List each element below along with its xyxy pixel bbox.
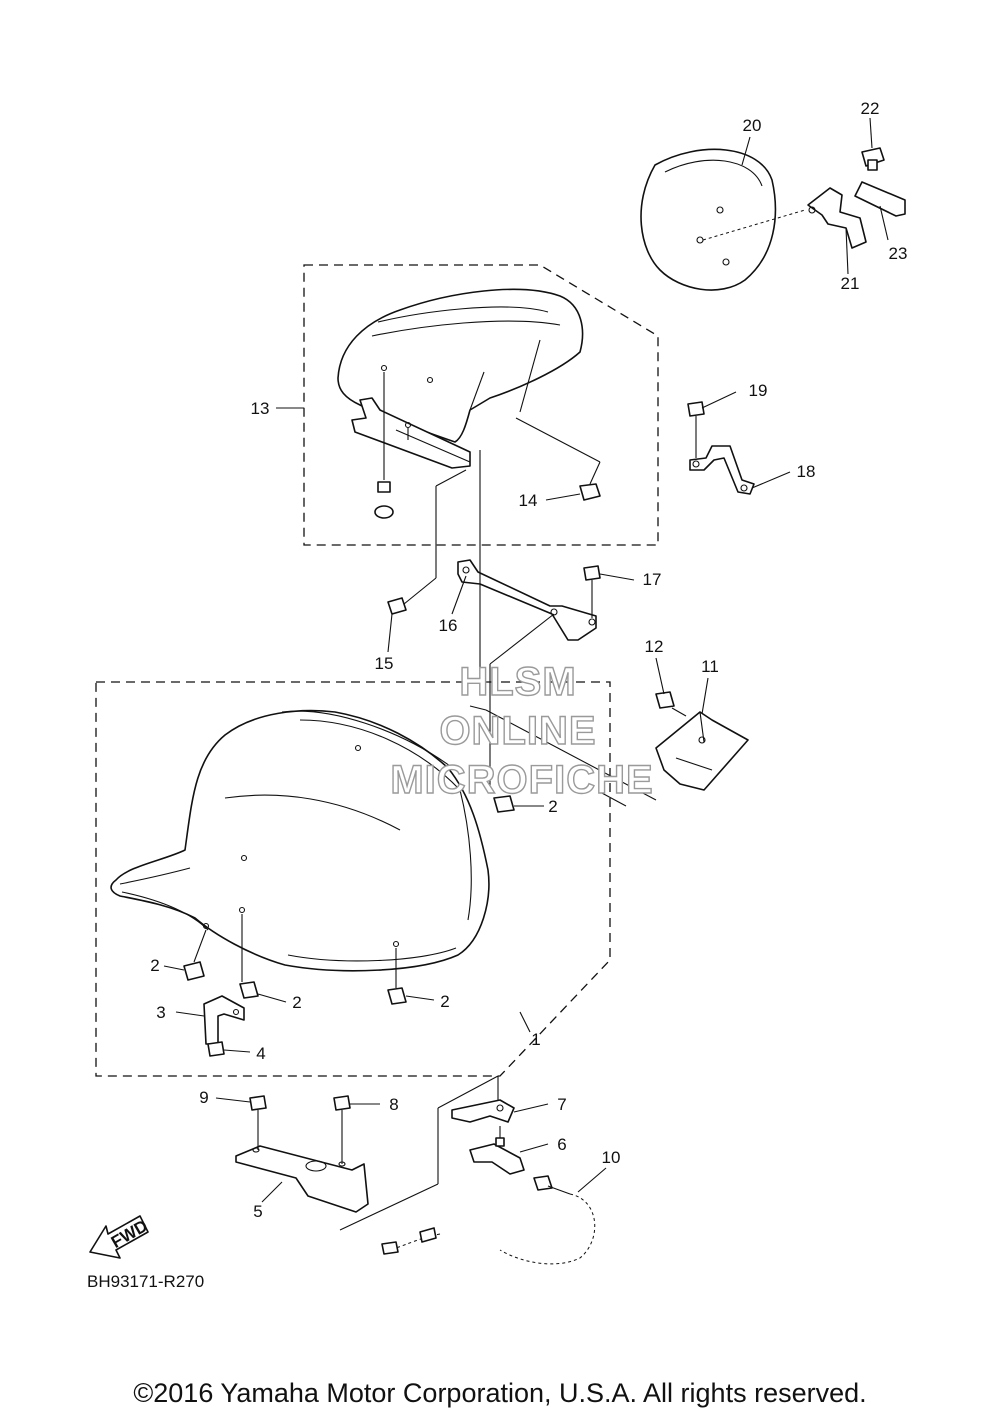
callout-19: 19 bbox=[749, 381, 768, 400]
callout-numbers: 20 22 21 23 13 14 19 18 17 16 15 12 11 2… bbox=[150, 99, 907, 1221]
callout-13: 13 bbox=[251, 399, 270, 418]
bolt-17 bbox=[583, 565, 601, 618]
callout-leaders bbox=[163, 117, 889, 1203]
callout-5: 5 bbox=[253, 1202, 262, 1221]
watermark-line3: MICROFICHE bbox=[390, 758, 653, 802]
callout-23: 23 bbox=[889, 244, 908, 263]
callout-8: 8 bbox=[389, 1095, 398, 1114]
bolt-15 bbox=[387, 597, 407, 615]
grommet-2-mid bbox=[239, 981, 259, 999]
callout-2-right: 2 bbox=[440, 992, 449, 1011]
callout-10: 10 bbox=[602, 1148, 621, 1167]
bracket-11 bbox=[655, 711, 749, 791]
nut-4 bbox=[207, 1041, 225, 1057]
bracket-bolt-22 bbox=[861, 147, 885, 171]
bracket-18 bbox=[689, 445, 755, 495]
lock-hook-7 bbox=[451, 1099, 515, 1123]
callout-22: 22 bbox=[861, 99, 880, 118]
callout-21: 21 bbox=[841, 274, 860, 293]
copyright-notice: ©2016 Yamaha Motor Corporation, U.S.A. A… bbox=[133, 1378, 867, 1408]
backrest-bracket bbox=[807, 187, 867, 249]
callout-6: 6 bbox=[557, 1135, 566, 1154]
callout-11: 11 bbox=[701, 657, 719, 676]
callout-1: 1 bbox=[531, 1030, 540, 1049]
passenger-seat bbox=[337, 288, 584, 469]
bracket-3 bbox=[203, 995, 245, 1045]
fwd-arrow-icon: FWD bbox=[89, 1215, 151, 1259]
nut-8 bbox=[333, 1095, 351, 1164]
callout-14: 14 bbox=[519, 491, 538, 510]
lock-plate-5 bbox=[235, 1145, 369, 1213]
grommet-14 bbox=[579, 483, 601, 501]
callout-15: 15 bbox=[375, 654, 394, 673]
callout-17: 17 bbox=[643, 570, 662, 589]
callout-18: 18 bbox=[797, 462, 816, 481]
seat-cable-10 bbox=[381, 1175, 596, 1265]
nut-fastener bbox=[374, 481, 394, 519]
callout-2-mid: 2 bbox=[292, 993, 301, 1012]
grommet-2-upper bbox=[493, 795, 515, 813]
callout-16: 16 bbox=[439, 616, 458, 635]
rider-seat-group-outline bbox=[95, 681, 611, 1077]
diagram-code: BH93171-R270 bbox=[87, 1272, 204, 1291]
rider-seat bbox=[110, 709, 490, 972]
callout-4: 4 bbox=[256, 1044, 265, 1063]
callout-12: 12 bbox=[645, 637, 664, 656]
callout-2-upper: 2 bbox=[548, 797, 557, 816]
callout-9: 9 bbox=[199, 1088, 208, 1107]
watermark-line2: ONLINE bbox=[439, 709, 596, 753]
callout-20: 20 bbox=[743, 116, 762, 135]
callout-7: 7 bbox=[557, 1095, 566, 1114]
watermark-line1: HLSM bbox=[459, 660, 576, 704]
grommet-2-left bbox=[183, 961, 205, 981]
grommet-2-right bbox=[387, 987, 407, 1005]
backrest-pad bbox=[640, 148, 806, 291]
seat-bracket-16 bbox=[457, 559, 597, 641]
bolt-12 bbox=[655, 691, 687, 717]
callout-2-left: 2 bbox=[150, 956, 159, 975]
rubber-pad-23 bbox=[854, 181, 906, 217]
lock-6 bbox=[469, 1137, 525, 1175]
bolt-19 bbox=[687, 401, 705, 458]
bolt-9 bbox=[249, 1095, 267, 1150]
watermark: HLSM ONLINE MICROFICHE bbox=[390, 659, 654, 802]
callout-3: 3 bbox=[156, 1003, 165, 1022]
passenger-seat-group-outline bbox=[303, 264, 659, 546]
